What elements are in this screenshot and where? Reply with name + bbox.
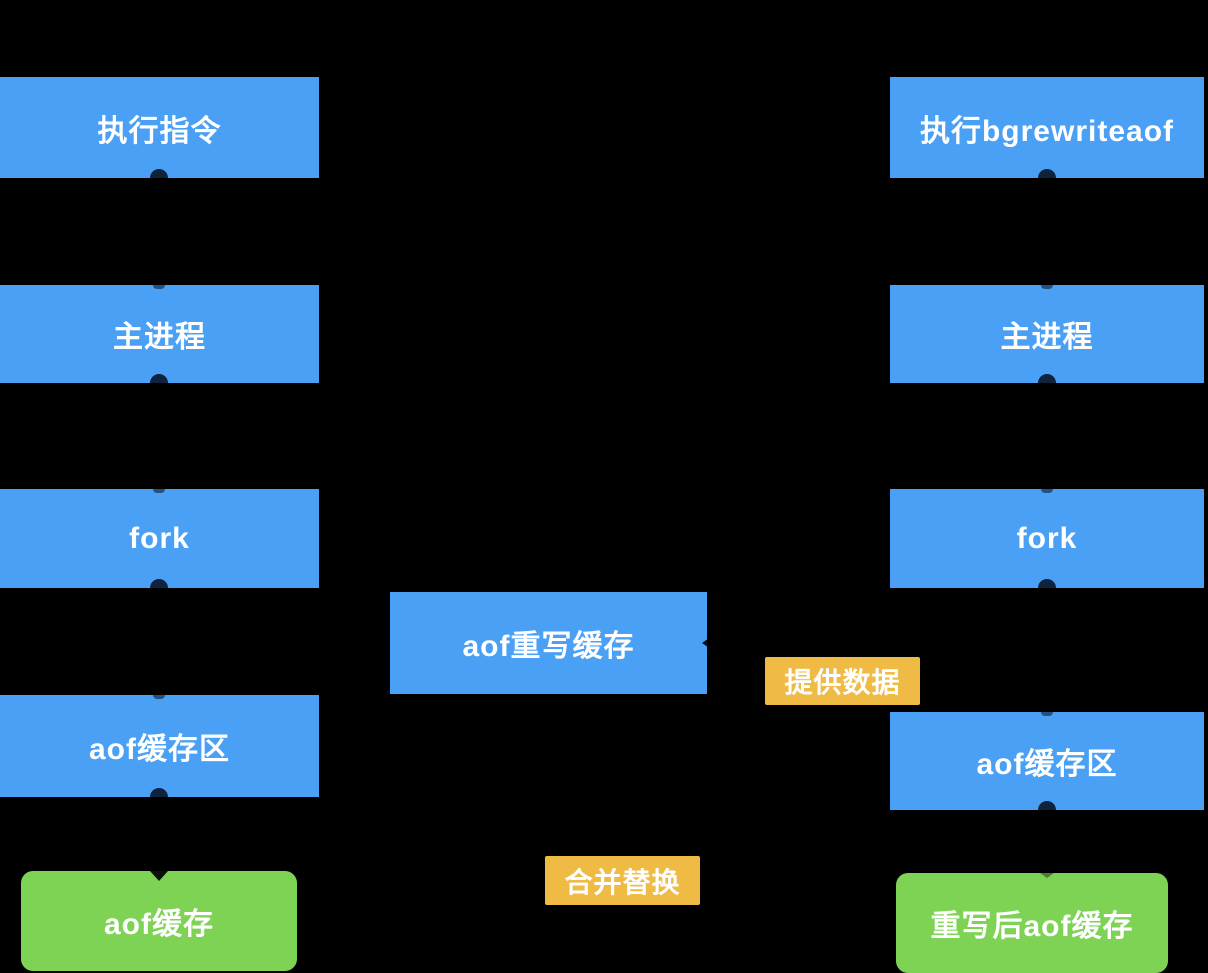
arrowhead-tick-icon (1041, 489, 1053, 493)
arrow-start-marker (150, 579, 168, 588)
arrowhead-tick-icon (153, 285, 165, 289)
label-merge-replace: 合并替换 (545, 856, 700, 905)
node-fork-left: fork (0, 489, 319, 588)
arrow-start-marker (150, 169, 168, 178)
arrowhead-down-icon (1040, 873, 1054, 878)
arrow-start-marker (150, 374, 168, 383)
node-aof-cache: aof缓存 (21, 871, 297, 971)
node-main-process-left: 主进程 (0, 285, 319, 383)
arrowhead-tick-icon (153, 489, 165, 493)
node-aof-rewrite-cache: aof重写缓存 (390, 592, 707, 694)
node-rewritten-aof-cache: 重写后aof缓存 (896, 873, 1168, 973)
node-aof-buffer-right: aof缓存区 (890, 712, 1204, 810)
arrowhead-left-icon (702, 636, 712, 650)
arrowhead-tick-icon (1041, 712, 1053, 716)
label-provide-data: 提供数据 (765, 657, 920, 705)
node-fork-right: fork (890, 489, 1204, 588)
arrowhead-tick-icon (1041, 285, 1053, 289)
arrow-start-marker (1038, 169, 1056, 178)
node-exec-bgrewriteaof: 执行bgrewriteaof (890, 77, 1204, 178)
arrow-start-marker (150, 788, 168, 797)
arrowhead-down-icon (150, 871, 168, 881)
node-aof-buffer-left: aof缓存区 (0, 695, 319, 797)
arrow-start-marker (1038, 801, 1056, 810)
node-main-process-right: 主进程 (890, 285, 1204, 383)
node-exec-command: 执行指令 (0, 77, 319, 178)
arrowhead-tick-icon (153, 695, 165, 699)
arrow-start-marker (1038, 374, 1056, 383)
arrow-start-marker (1038, 579, 1056, 588)
